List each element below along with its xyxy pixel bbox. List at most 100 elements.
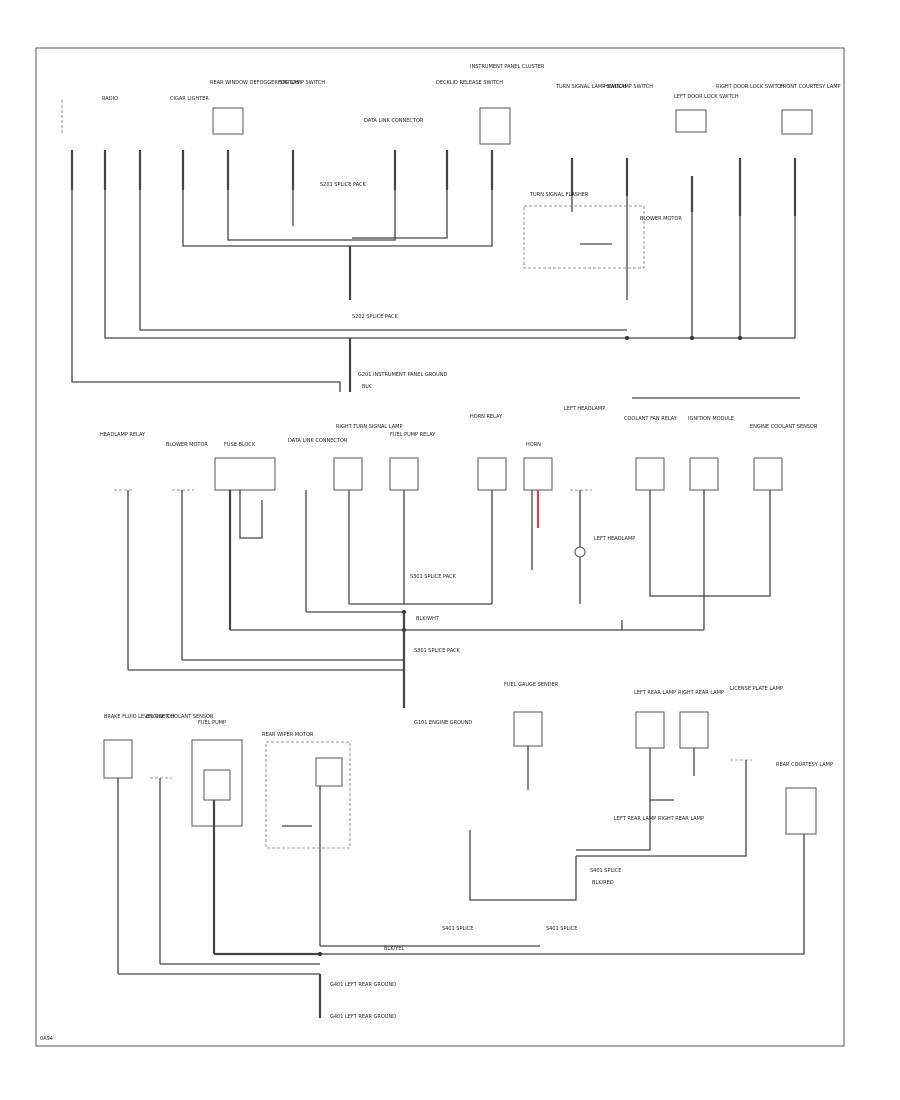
- label-s6: S401 SPLICE: [590, 868, 621, 874]
- label-c30b: RIGHT REAR LAMP: [658, 816, 704, 822]
- box-c22: [635, 457, 665, 491]
- label-c24: ENGINE COOLANT SENSOR: [750, 424, 818, 430]
- section-bottom: BRAKE FLUID LEVEL SWITCH ENGINE COOLANT …: [40, 682, 833, 1042]
- label-c7: TURN SIGNAL LAMP SWITCH: [555, 84, 627, 90]
- b-bus-long: [320, 834, 805, 955]
- wire-color-3: BLK/RED: [592, 880, 614, 886]
- label-s7: G401 LEFT REAR GROUND: [330, 982, 396, 988]
- label-c26: FUEL PUMP: [198, 720, 226, 726]
- label-s4: S301 SPLICE PACK: [410, 574, 457, 580]
- label-c17: FUSE BLOCK: [224, 442, 256, 448]
- label-s1: S201 SPLICE PACK: [320, 182, 367, 188]
- box-c28: [513, 711, 543, 747]
- junction-6: [318, 952, 322, 956]
- label-c3: REAR WINDOW DEFOGGER SWITCH: [210, 80, 299, 86]
- box-c24: [753, 457, 783, 491]
- bus-radio: [71, 190, 341, 392]
- wire-color-2: BLK/WHT: [416, 616, 440, 622]
- label-c1: RADIO: [102, 96, 118, 102]
- label-c15: DATA LINK CONNECTOR: [288, 438, 348, 444]
- box-c20: [523, 457, 553, 491]
- label-c9: LEFT DOOR LOCK SWITCH: [674, 94, 739, 100]
- label-c2: CIGAR LIGHTER: [170, 96, 209, 102]
- label-c13: BLOWER MOTOR: [640, 216, 682, 222]
- label-c15-top: DATA LINK CONNECTOR: [364, 118, 424, 124]
- bus-s1: [182, 190, 493, 247]
- box-c17: [214, 457, 276, 491]
- box-c27: [315, 757, 343, 787]
- bus-g1-inner: [139, 190, 627, 331]
- label-c16: RIGHT TURN SIGNAL LAMP: [336, 424, 402, 430]
- junction-2: [690, 336, 694, 340]
- frame-c26: [191, 739, 243, 827]
- label-c4: FOG LAMP SWITCH: [278, 80, 325, 86]
- frame-c27: [265, 741, 351, 849]
- label-c22: COOLANT FAN RELAY: [624, 416, 678, 422]
- label-c27: REAR WIPER MOTOR: [262, 732, 314, 738]
- diagram-frame: [35, 47, 845, 1047]
- label-c29: LEFT REAR LAMP: [634, 690, 676, 696]
- label-c19: HORN RELAY: [470, 414, 503, 420]
- label-c14: HEADLAMP RELAY: [100, 432, 146, 438]
- junction-1: [625, 336, 629, 340]
- b-bus-right2: [576, 800, 651, 851]
- label-s7b: G401 LEFT REAR GROUND: [330, 1014, 396, 1020]
- label-c13b: BLOWER MOTOR: [166, 442, 208, 448]
- box-c23: [689, 457, 719, 491]
- label-s4b: S301 SPLICE PACK: [414, 648, 461, 654]
- label-c24b: ENGINE COOLANT SENSOR: [146, 714, 214, 720]
- bus-g1-outer: [104, 190, 796, 339]
- label-c21b: LEFT HEADLAMP: [594, 536, 635, 542]
- label-c20: HORN: [526, 442, 541, 448]
- m-bus-right: [649, 490, 771, 597]
- label-s3: G201 INSTRUMENT PANEL GROUND: [358, 372, 448, 378]
- box-c3: [212, 107, 244, 135]
- label-c28: FUEL GAUGE SENDER: [504, 682, 559, 688]
- label-c32: REAR COURTESY LAMP: [776, 762, 833, 768]
- m-loop-c17: [239, 490, 263, 539]
- label-c8: HEADLAMP SWITCH: [604, 84, 653, 90]
- box-c9: [675, 109, 707, 133]
- box-c26: [203, 769, 231, 801]
- label-c10: RIGHT DOOR LOCK SWITCH: [716, 84, 785, 90]
- label-s2: S202 SPLICE PACK: [352, 314, 399, 320]
- box-c12: [523, 205, 645, 269]
- box-c25: [103, 739, 133, 779]
- box-c29: [635, 711, 665, 749]
- label-c31: LICENSE PLATE LAMP: [730, 686, 783, 692]
- label-c6: INSTRUMENT PANEL CLUSTER: [470, 64, 545, 70]
- section-middle: HEADLAMP RELAY BLOWER MOTOR FUSE BLOCK D…: [100, 397, 818, 726]
- label-c12: TURN SIGNAL FLASHER: [529, 192, 589, 198]
- label-c11: FRONT COURTESY LAMP: [780, 84, 841, 90]
- wire-color-1: BLK: [362, 384, 372, 390]
- label-c18: FUEL PUMP RELAY: [390, 432, 436, 438]
- bus-s1-inner: [227, 190, 396, 241]
- label-c25: BRAKE FLUID LEVEL SWITCH: [104, 714, 175, 720]
- label-c30: RIGHT REAR LAMP: [678, 690, 724, 696]
- label-s6c: S401 SPLICE: [546, 926, 577, 932]
- lamp-c21: [574, 546, 586, 558]
- label-c21: LEFT HEADLAMP: [564, 406, 605, 412]
- wire-color-4: BLK/YEL: [384, 946, 404, 952]
- label-s5: G101 ENGINE GROUND: [414, 720, 472, 726]
- link-s1: [352, 190, 448, 239]
- box-c18: [389, 457, 419, 491]
- box-c16: [333, 457, 363, 491]
- box-c30: [679, 711, 709, 749]
- box-c11: [781, 109, 813, 135]
- section-top: RADIO CIGAR LIGHTER REAR WINDOW DEFOGGER…: [61, 64, 841, 392]
- figure-id: 0A94: [40, 1036, 53, 1042]
- box-c32: [785, 787, 817, 835]
- b-bus-right: [576, 760, 747, 857]
- label-s6b: S401 SPLICE: [442, 926, 473, 932]
- b-loop: [469, 830, 577, 901]
- label-c29b: LEFT REAR LAMP: [614, 816, 656, 822]
- junction-3: [738, 336, 742, 340]
- label-c5: DECKLID RELEASE SWITCH: [436, 80, 503, 86]
- label-c23: IGNITION MODULE: [688, 416, 734, 422]
- b-drop-6: [649, 748, 674, 801]
- box-c6: [479, 107, 511, 145]
- box-c19: [477, 457, 507, 491]
